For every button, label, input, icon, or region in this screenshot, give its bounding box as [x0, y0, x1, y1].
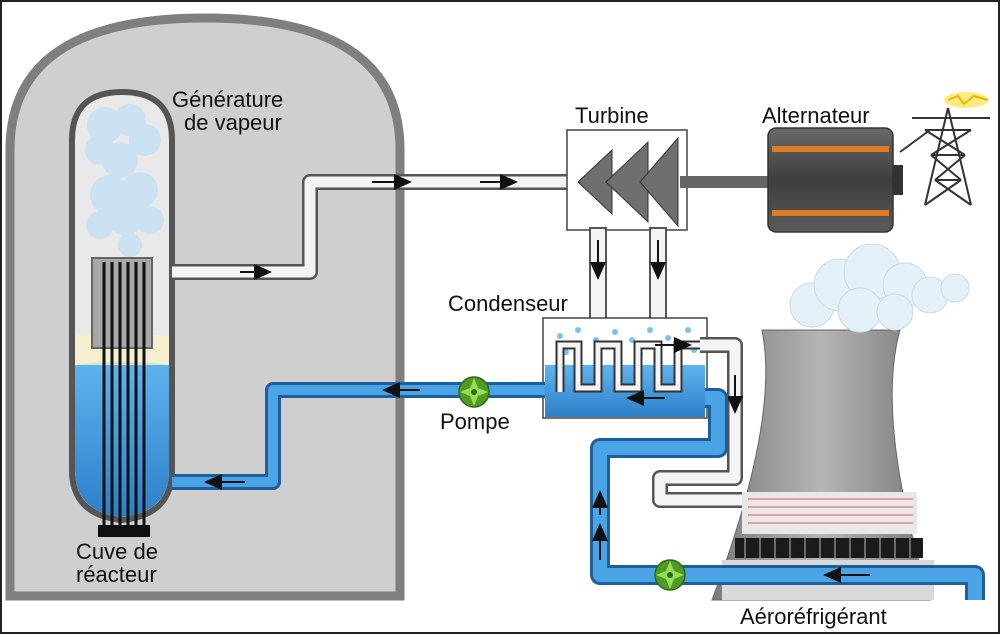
cooling-tower [711, 329, 931, 601]
feedwater-pump-icon [458, 376, 490, 408]
tower-spray-drops [748, 498, 913, 524]
control-rod-drive [98, 525, 150, 537]
steam-generator-label-line1: Génératurе [172, 87, 284, 112]
tower-steam-cloud [789, 243, 970, 333]
cooling-tower-label: Aéroréfrigérant [740, 604, 887, 629]
reactor-vessel-label-line1: Cuve de [76, 539, 158, 564]
vessel-steam-cloud [85, 104, 164, 257]
condenser-label: Condenseur [448, 291, 568, 316]
reactor-vessel-label-line2: réacteur [76, 562, 157, 587]
tower-packing-lines [744, 538, 911, 558]
exhaust-pipes [589, 227, 667, 327]
steam-generator-label-line2: de vapeur [184, 110, 282, 135]
turbine-label: Turbine [575, 103, 649, 128]
turbine-shaft [680, 176, 770, 188]
alternator-label: Alternateur [762, 103, 870, 128]
cooling-pump-icon [654, 559, 686, 591]
fuel-assembly [91, 257, 153, 349]
turbine-rotor [577, 136, 679, 228]
spark-icon [944, 92, 989, 108]
reactor-water [75, 361, 169, 517]
control-rods [102, 262, 146, 528]
pump-label: Pompe [440, 409, 510, 434]
power-pylon [899, 107, 990, 206]
alternator [767, 127, 903, 233]
tower-packing [735, 538, 923, 558]
